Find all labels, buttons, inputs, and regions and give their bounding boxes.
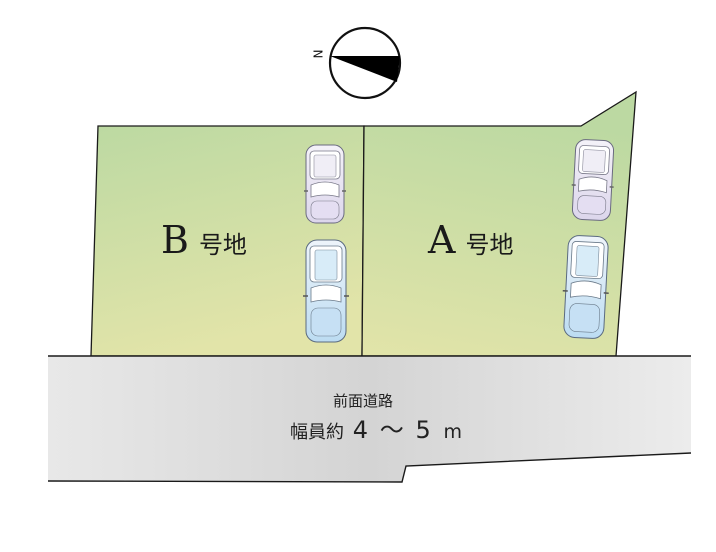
compass-north-label: N (310, 49, 325, 59)
parking-car-b-2 (303, 239, 349, 343)
road-width-from: 4 (352, 416, 369, 444)
lot-b-letter: B (161, 218, 189, 262)
road-width-unit: m (443, 421, 463, 443)
front-road (47, 355, 692, 483)
lot-b-suffix: 号地 (198, 231, 247, 259)
road-width-to: 5 (415, 416, 431, 444)
parking-car-a-1 (571, 139, 615, 221)
road-title: 前面道路 (333, 392, 394, 410)
lot-b-label: B 号地 (161, 218, 247, 262)
lot-a-letter: A (428, 218, 456, 262)
parking-car-b-1 (304, 144, 346, 224)
road-width-tilde: 〜 (379, 416, 404, 444)
lot-a-suffix: 号地 (465, 231, 514, 259)
road-width-prefix: 幅員約 (290, 422, 344, 443)
lot-a-label: A 号地 (428, 218, 513, 262)
parking-car-a-2 (562, 235, 609, 339)
road-width-label: 幅員約 4 〜 5 m (290, 410, 462, 445)
compass-icon (328, 26, 402, 100)
